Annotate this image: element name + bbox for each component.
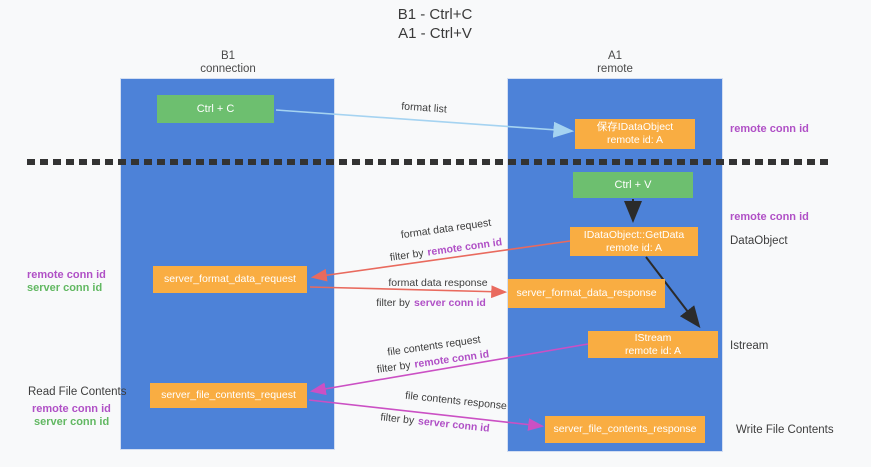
title-line-2: A1 - Ctrl+V [398, 25, 472, 42]
server-file-contents-response-node: server_file_contents_response [545, 416, 705, 443]
server-file-contents-request-label: server_file_contents_request [161, 389, 296, 401]
ctrl-c-label: Ctrl + C [196, 103, 235, 115]
remote-conn-id-annotation-mid: remote conn id [730, 211, 809, 223]
ctrl-v-node: Ctrl + V [573, 172, 693, 198]
left-column-role: connection [200, 63, 256, 75]
format-list-label: format list [400, 100, 448, 116]
dataobject-annotation: DataObject [730, 235, 788, 247]
right-column-name: A1 [607, 50, 623, 62]
filter-by-text: filter by [376, 359, 412, 376]
getdata-subtitle: remote id: A [605, 241, 663, 254]
server-conn-id-text: server conn id [417, 415, 491, 435]
save-idataobject-title: 保存IDataObject [596, 121, 674, 133]
getdata-title: IDataObject::GetData [583, 228, 685, 241]
dashed-separator [27, 159, 833, 165]
title-line-1: B1 - Ctrl+C [397, 6, 473, 23]
server-format-data-request-label: server_format_data_request [164, 273, 296, 285]
save-idataobject-subtitle: remote id: A [606, 134, 664, 146]
istream-subtitle: remote id: A [624, 344, 682, 357]
server-conn-id-annotation-bottom: server conn id [34, 416, 110, 428]
format-data-request-label: format data request [400, 216, 492, 242]
remote-conn-id-annotation-bottom: remote conn id [32, 403, 111, 415]
remote-conn-id-annotation-top: remote conn id [730, 123, 809, 135]
istream-annotation: Istream [730, 340, 769, 352]
server-format-data-response-label: server_format_data_response [516, 287, 657, 299]
left-column-header: B1 connection [168, 50, 288, 76]
remote-conn-id-annotation-left: remote conn id [27, 269, 106, 281]
left-column-name: B1 [220, 50, 236, 62]
filter-by-text: filter by [376, 297, 411, 309]
filter-by-text: filter by [389, 247, 425, 264]
remote-conn-id-text: remote conn id [426, 236, 503, 259]
server-file-contents-request-node: server_file_contents_request [150, 383, 307, 408]
filter-by-text: filter by [379, 411, 415, 427]
ctrl-c-node: Ctrl + C [157, 95, 274, 123]
right-column-header: A1 remote [555, 50, 675, 76]
istream-title: IStream [634, 331, 672, 344]
file-contents-response-label: file contents response [404, 389, 508, 413]
format-data-response-label: format data response [388, 277, 488, 289]
getdata-node: IDataObject::GetData remote id: A [570, 227, 698, 256]
read-file-contents-annotation: Read File Contents [28, 386, 127, 398]
server-conn-id-text: server conn id [414, 297, 486, 309]
server-file-contents-response-label: server_file_contents_response [553, 423, 697, 435]
server-conn-id-annotation-left: server conn id [27, 282, 103, 294]
save-idataobject-node: 保存IDataObject remote id: A [575, 119, 695, 149]
right-column-role: remote [597, 63, 633, 75]
istream-node: IStream remote id: A [588, 331, 718, 358]
server-format-data-response-node: server_format_data_response [508, 279, 665, 308]
ctrl-v-label: Ctrl + V [614, 179, 652, 191]
diagram-title: B1 - Ctrl+C A1 - Ctrl+V [300, 5, 570, 43]
server-format-data-request-node: server_format_data_request [153, 266, 307, 293]
write-file-contents-annotation: Write File Contents [736, 424, 834, 436]
